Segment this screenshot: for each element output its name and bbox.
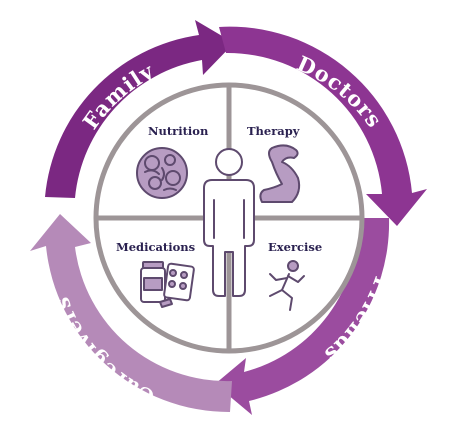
ring-segment-friends	[215, 218, 390, 415]
quadrant-label-exercise: Exercise	[268, 240, 322, 254]
flexed-arm-icon	[259, 144, 301, 203]
quadrant-label-medications: Medications	[116, 240, 195, 254]
ring-arrows	[30, 20, 427, 415]
quadrant-label-nutrition: Nutrition	[148, 124, 209, 138]
ring-segment-caregivers	[30, 214, 232, 413]
quadrant-label-therapy: Therapy	[247, 124, 300, 138]
nutrition-icon	[136, 147, 188, 199]
running-person-icon	[269, 260, 305, 311]
pill-bottle-icon	[140, 261, 195, 308]
ring-segment-family	[45, 20, 234, 198]
ring-segment-doctors	[219, 26, 427, 226]
person-icon	[203, 148, 255, 297]
